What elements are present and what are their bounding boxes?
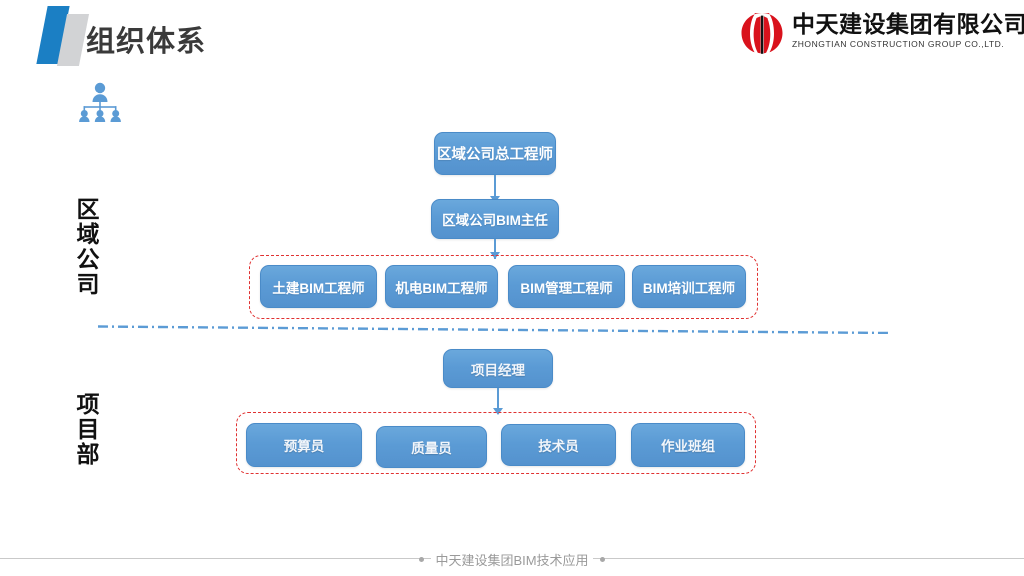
page-title: 组织体系 [86, 26, 207, 58]
connector-chief-to-director [494, 175, 496, 202]
company-emblem-icon [741, 13, 783, 54]
section-label-project: 项目部 [73, 392, 99, 467]
section-divider [98, 325, 890, 334]
connector-pm-to-team [497, 388, 499, 414]
corporate-logo-text: 中天建设集团有限公司 ZHONGTIAN CONSTRUCTION GROUP … [792, 10, 1024, 50]
footer-dot-left-icon [419, 556, 425, 562]
footer: 中天建设集团BIM技术应用 [0, 548, 1024, 570]
node-bim-training-engineer[interactable]: BIM培训工程师 [632, 265, 746, 308]
connector-director-to-team [494, 239, 496, 259]
arrowhead-pm-to-team [493, 408, 503, 415]
node-region-bim-director[interactable]: 区域公司BIM主任 [431, 199, 559, 239]
node-region-chief-engineer[interactable]: 区域公司总工程师 [434, 132, 556, 175]
group-box-region-team [249, 255, 758, 319]
node-budget-officer[interactable]: 预算员 [246, 423, 362, 467]
org-chart-icon [79, 82, 121, 122]
node-quality-officer[interactable]: 质量员 [376, 426, 487, 468]
node-bim-manage-engineer[interactable]: BIM管理工程师 [508, 265, 625, 308]
node-mep-bim-engineer[interactable]: 机电BIM工程师 [385, 265, 498, 308]
node-civil-bim-engineer[interactable]: 土建BIM工程师 [260, 265, 377, 308]
footer-dot-right-icon [599, 556, 605, 562]
section-label-region: 区域公司 [73, 197, 99, 297]
group-box-project-team [236, 412, 756, 474]
node-technical-officer[interactable]: 技术员 [501, 424, 616, 466]
node-work-team[interactable]: 作业班组 [631, 423, 745, 467]
node-project-manager[interactable]: 项目经理 [443, 349, 553, 388]
corporate-name-en: ZHONGTIAN CONSTRUCTION GROUP CO.,LTD. [792, 39, 1005, 49]
footer-text: 中天建设集团BIM技术应用 [431, 549, 593, 569]
corporate-logo: 中天建设集团有限公司 ZHONGTIAN CONSTRUCTION GROUP … [730, 10, 1024, 58]
corporate-name-cn: 中天建设集团有限公司 [792, 11, 1024, 37]
